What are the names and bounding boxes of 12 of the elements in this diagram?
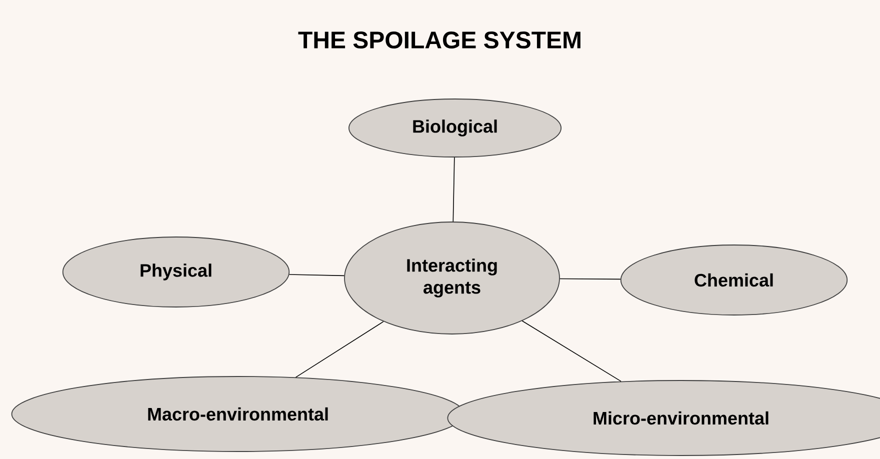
ellipse-node: Physical (62, 236, 290, 308)
connector-line (522, 320, 622, 382)
ellipse-node: Chemical (620, 244, 848, 316)
connector-line (452, 157, 455, 222)
connector-line (288, 274, 345, 276)
ellipse-node: Interacting agents (344, 222, 560, 334)
ellipse-node: Macro-environmental (11, 376, 465, 452)
ellipse-node: Micro-environmental (447, 380, 880, 456)
title: THE SPOILAGE SYSTEM (298, 32, 580, 48)
ellipse-node: Biological (348, 98, 562, 158)
connector-line (560, 278, 621, 280)
connector-line (295, 321, 384, 378)
